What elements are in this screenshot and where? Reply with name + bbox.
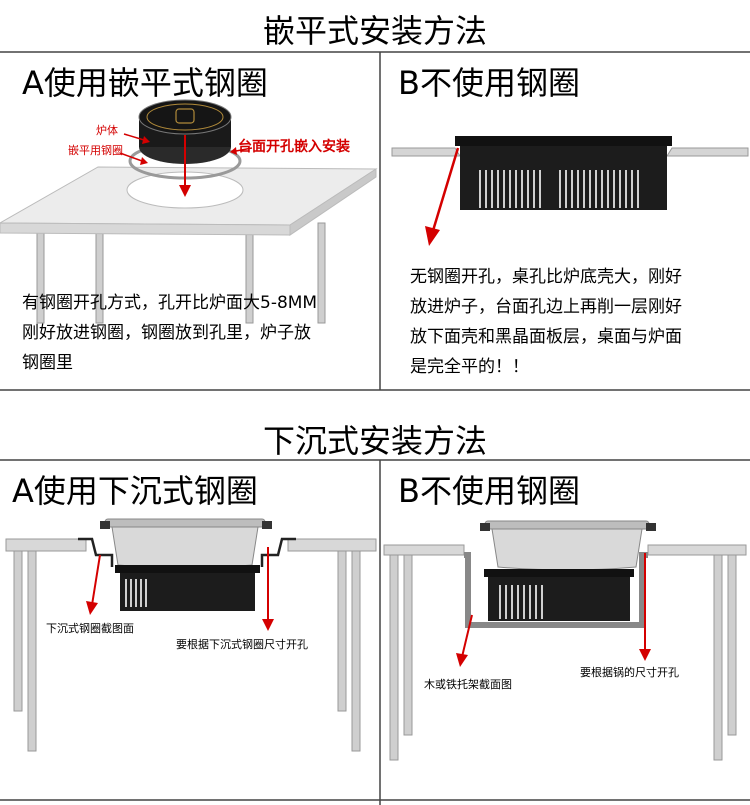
no-ring-drop-in-illustration <box>383 520 747 761</box>
label-drop-ring-hole: 要根据下沉式钢圈尺寸开孔 <box>176 638 308 651</box>
label-pot-hole: 要根据锅的尺寸开孔 <box>580 666 679 679</box>
label-drop-ring-section: 下沉式钢圈截图面 <box>46 622 134 635</box>
label-flush-ring: 嵌平用钢圈 <box>68 144 123 157</box>
s1-right-heading: B不使用钢圈 <box>398 64 580 102</box>
section2-title: 下沉式安装方法 <box>262 422 487 460</box>
label-cooktop-body: 炉体 <box>96 124 118 137</box>
s1-left-heading: A使用嵌平式钢圈 <box>22 64 268 102</box>
s2-left-heading: A使用下沉式钢圈 <box>12 472 258 510</box>
s2-right-heading: B不使用钢圈 <box>398 472 580 510</box>
label-support-section: 木或铁托架截面图 <box>424 678 512 691</box>
s1-left-description: 有钢圈开孔方式，孔开比炉面大5-8MM 刚好放进钢圈，钢圈放到孔里，炉子放 钢圈… <box>22 293 318 373</box>
flush-ring-illustration <box>0 99 378 324</box>
s1-right-description: 无钢圈开孔，桌孔比炉底壳大，刚好 放进炉子，台面孔边上再削一层刚好 放下面壳和黑… <box>410 267 682 377</box>
section1-title: 嵌平式安装方法 <box>262 12 487 50</box>
no-ring-flush-illustration <box>391 136 749 246</box>
drop-in-ring-illustration <box>5 518 377 752</box>
label-embed-install: 台面开孔嵌入安装 <box>238 139 350 155</box>
